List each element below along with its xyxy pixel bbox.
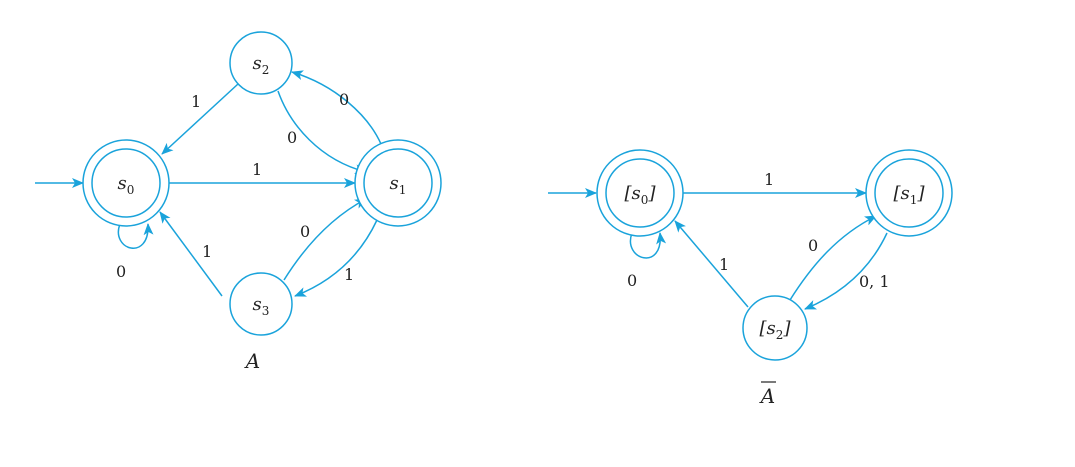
state-a-s1: s1	[354, 139, 442, 227]
state-a-s0: s0	[82, 139, 170, 227]
label-s1-s2: 0	[339, 90, 349, 109]
diagram-a-title: A	[244, 349, 260, 373]
svg-text:[s1]: [s1]	[894, 183, 926, 207]
label-b-s0-s0: 0	[627, 271, 637, 290]
edge-s2-s1	[277, 90, 367, 175]
edge-b-s1-s2	[804, 232, 888, 310]
diagram-b: 1 1 0 0, 1 0 [s0] [s1] [s2] A	[548, 149, 953, 408]
edge-s3-s0	[159, 211, 223, 297]
label-b-s2-s0: 1	[719, 255, 729, 274]
label-s3-s1: 0	[300, 222, 310, 241]
label-s2-s1: 0	[287, 128, 297, 147]
label-s0-s1: 1	[252, 160, 262, 179]
svg-text:s3: s3	[253, 294, 270, 318]
svg-text:s0: s0	[118, 173, 135, 197]
svg-text:[s2]: [s2]	[760, 318, 792, 342]
edge-b-s2-s1	[789, 215, 877, 301]
edge-b-s2-s0	[674, 220, 749, 308]
label-s2-s0: 1	[191, 92, 201, 111]
edge-s1-s3	[294, 219, 378, 297]
svg-text:[s0]: [s0]	[625, 183, 657, 207]
state-b-s1: [s1]	[865, 149, 953, 237]
svg-text:s2: s2	[253, 53, 270, 77]
diagram-a: 1 1 0 0 1 0 1 0 s0 s1 s2 s3 A	[35, 31, 442, 373]
label-s1-s3: 1	[344, 265, 354, 284]
edge-b-s0-s0-loop	[629, 232, 667, 259]
state-b-s2: [s2]	[742, 295, 808, 361]
edge-s1-s2	[291, 70, 382, 145]
edge-s2-s0	[161, 83, 239, 155]
label-b-s1-s2: 0, 1	[859, 272, 890, 291]
state-a-s3: s3	[229, 272, 293, 336]
state-b-s0: [s0]	[596, 149, 684, 237]
state-a-s2: s2	[229, 31, 293, 95]
edge-s0-s0-loop	[117, 223, 154, 249]
svg-text:s1: s1	[390, 173, 407, 197]
diagram-b-title: A	[759, 384, 775, 408]
label-s0-s0: 0	[116, 262, 126, 281]
label-s3-s0: 1	[202, 242, 212, 261]
label-b-s2-s1: 0	[808, 236, 818, 255]
label-b-s0-s1: 1	[764, 170, 774, 189]
edge-s3-s1	[283, 198, 367, 281]
